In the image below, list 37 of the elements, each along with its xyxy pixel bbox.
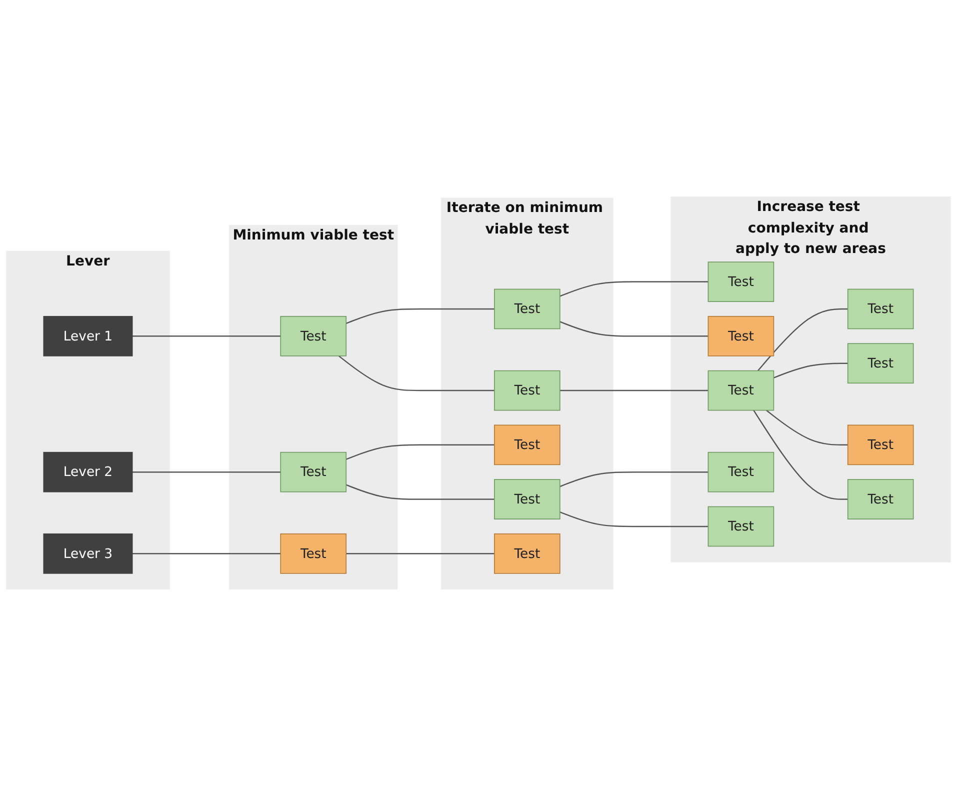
connector	[346, 444, 494, 460]
node-box: Test	[280, 452, 347, 492]
node-box: Test	[708, 506, 774, 547]
connector	[346, 484, 494, 500]
node-box: Test	[280, 533, 347, 574]
connector	[766, 410, 848, 446]
connector	[338, 355, 494, 392]
node-box: Test	[494, 533, 560, 574]
node-box: Test	[708, 262, 774, 302]
node-box: Test	[494, 370, 560, 411]
connector	[346, 553, 494, 554]
connector	[132, 553, 281, 554]
connector	[132, 471, 281, 473]
node-box: Test	[847, 424, 914, 466]
connector	[346, 308, 494, 324]
node-box: Test	[708, 452, 774, 492]
connector	[132, 336, 281, 337]
connector	[560, 321, 708, 337]
connector	[757, 308, 848, 372]
node-box: Test	[847, 479, 914, 520]
node-box: Lever 3	[43, 533, 133, 574]
connector	[560, 390, 708, 392]
connector	[773, 362, 848, 378]
node-box: Test	[847, 343, 914, 384]
connector	[560, 511, 708, 528]
node-box: Lever 1	[43, 316, 133, 356]
node-box: Test	[494, 288, 560, 330]
node-box: Test	[494, 424, 560, 466]
node-box: Test	[847, 288, 914, 330]
node-box: Test	[708, 370, 774, 411]
node-box: Test	[494, 479, 560, 520]
node-box: Test	[280, 316, 347, 356]
node-box: Test	[708, 316, 774, 356]
connector	[753, 410, 848, 500]
node-box: Lever 2	[43, 452, 133, 492]
connector	[560, 281, 708, 297]
connector	[560, 471, 708, 488]
